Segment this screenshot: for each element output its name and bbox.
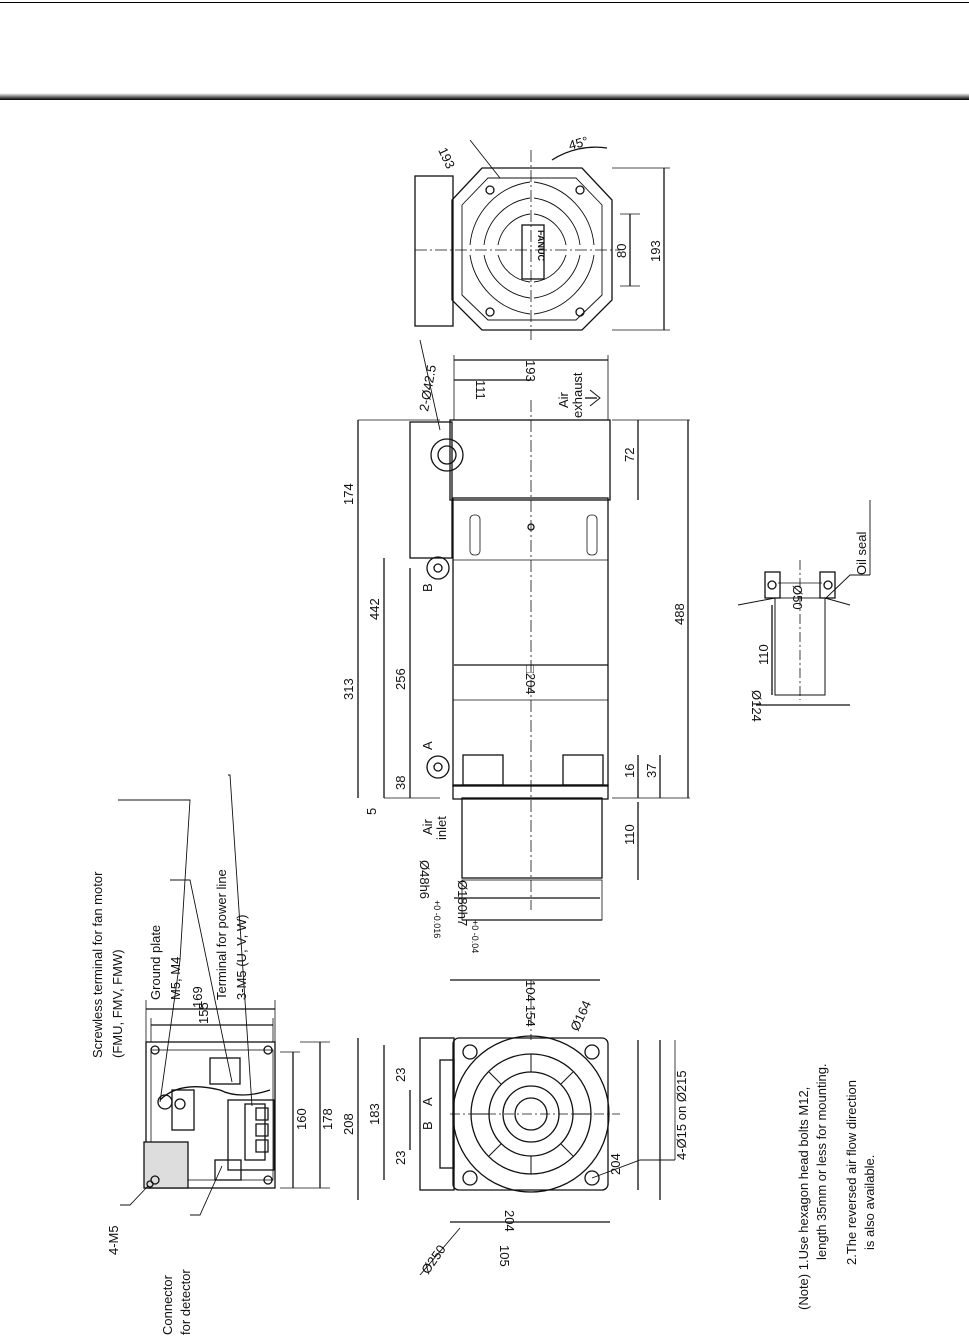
dim-183: 183 [367, 1103, 382, 1125]
label-screwless-terminal-sub: (FMU, FMV, FMW) [110, 949, 125, 1058]
header-rule [0, 2, 969, 3]
label-oil-seal: Oil seal [854, 532, 869, 575]
terminal-box-view [118, 774, 330, 1216]
fan-end-view [414, 139, 670, 340]
dim-23a: 23 [393, 1068, 408, 1082]
brand-logo-text: FANUC [536, 230, 546, 261]
label-connector: Connector [160, 1274, 175, 1335]
label-point-a-flange: A [420, 1097, 435, 1106]
dim-23b: 23 [393, 1151, 408, 1165]
label-terminal-power: Terminal for power line [214, 869, 229, 1000]
dim-phi164: Ø164 [567, 998, 594, 1033]
dim-phi50: Ø50 [790, 585, 805, 610]
note-1-line-2: length 35mm or less for mounting. [814, 1063, 829, 1260]
shaft-detail [737, 500, 871, 706]
label-screwless-terminal: Screwless terminal for fan motor [90, 871, 105, 1058]
label-4-m5: 4-M5 [106, 1225, 121, 1255]
dim-phi42: 2-Ø42.5 [416, 364, 439, 413]
dim-sq204: □204 [523, 665, 538, 695]
dim-160: 160 [294, 1108, 309, 1130]
dim-16: 16 [622, 764, 637, 778]
dim-5: 5 [364, 808, 379, 815]
dim-178: 178 [320, 1108, 335, 1130]
dim-37: 37 [644, 764, 659, 778]
dim-174: 174 [341, 483, 356, 505]
label-terminal-power-sub: 3-M5 (U, V, W) [234, 915, 249, 1000]
label-connector-sub: for detector [178, 1269, 193, 1335]
label-air-exhaust-sub: exhaust [570, 372, 585, 418]
dim-111: 111 [473, 380, 488, 400]
label-ground-plate-sub: M5, M4 [168, 957, 183, 1000]
dim-442: 442 [367, 598, 382, 620]
dim-313: 313 [341, 678, 356, 700]
dim-204b: 204 [608, 1153, 623, 1175]
dim-193c: 193 [435, 145, 458, 171]
flange-view [357, 979, 676, 1276]
dim-phi180: Ø180h7 [455, 880, 470, 926]
rotated-labels: Screwless terminal for fan motor (FMU, F… [90, 133, 877, 1335]
label-point-a: A [420, 741, 435, 750]
label-air-inlet-sub: inlet [434, 816, 449, 840]
dim-193a: 193 [523, 360, 538, 382]
label-air-inlet: Air [420, 818, 435, 835]
dim-phi48-tol: +0 -0.016 [432, 900, 442, 938]
note-2-line-1: 2.The reversed air flow direction [844, 1080, 859, 1265]
side-view [357, 339, 690, 921]
dim-193b: 193 [648, 240, 663, 262]
label-holes: 4-Ø15 on Ø215 [674, 1070, 689, 1160]
label-ground-plate: Ground plate [148, 925, 163, 1000]
dim-phi124: Ø124 [749, 690, 764, 722]
dim-154: 154 [523, 1005, 538, 1027]
header-bar [0, 93, 969, 100]
dim-38: 38 [393, 776, 408, 790]
dim-phi180-tol: +0 -0.04 [470, 920, 480, 953]
label-point-b: B [420, 583, 435, 592]
dim-155: 155 [196, 1002, 211, 1024]
note-1-line-1: (Note) 1.Use hexagon head bolts M12, [796, 1087, 811, 1310]
dim-169: 169 [190, 986, 205, 1008]
dim-110: 110 [622, 824, 637, 845]
dim-208: 208 [341, 1113, 356, 1135]
dim-72: 72 [622, 448, 637, 462]
label-air-exhaust: Air [556, 391, 571, 408]
dim-80: 80 [614, 244, 629, 258]
dim-phi48: Ø48h6 [417, 860, 432, 899]
dim-488: 488 [672, 603, 687, 625]
label-point-b-flange: B [420, 1121, 435, 1130]
dim-deg45: 45° [567, 133, 590, 153]
dim-256: 256 [393, 668, 408, 690]
dim-105: 105 [497, 1245, 512, 1267]
dim-204a: 204 [502, 1210, 517, 1232]
dim-shaft-110: 110 [756, 644, 771, 665]
dim-104: 104 [523, 980, 538, 1002]
note-2-line-2: is also available. [862, 1155, 877, 1250]
